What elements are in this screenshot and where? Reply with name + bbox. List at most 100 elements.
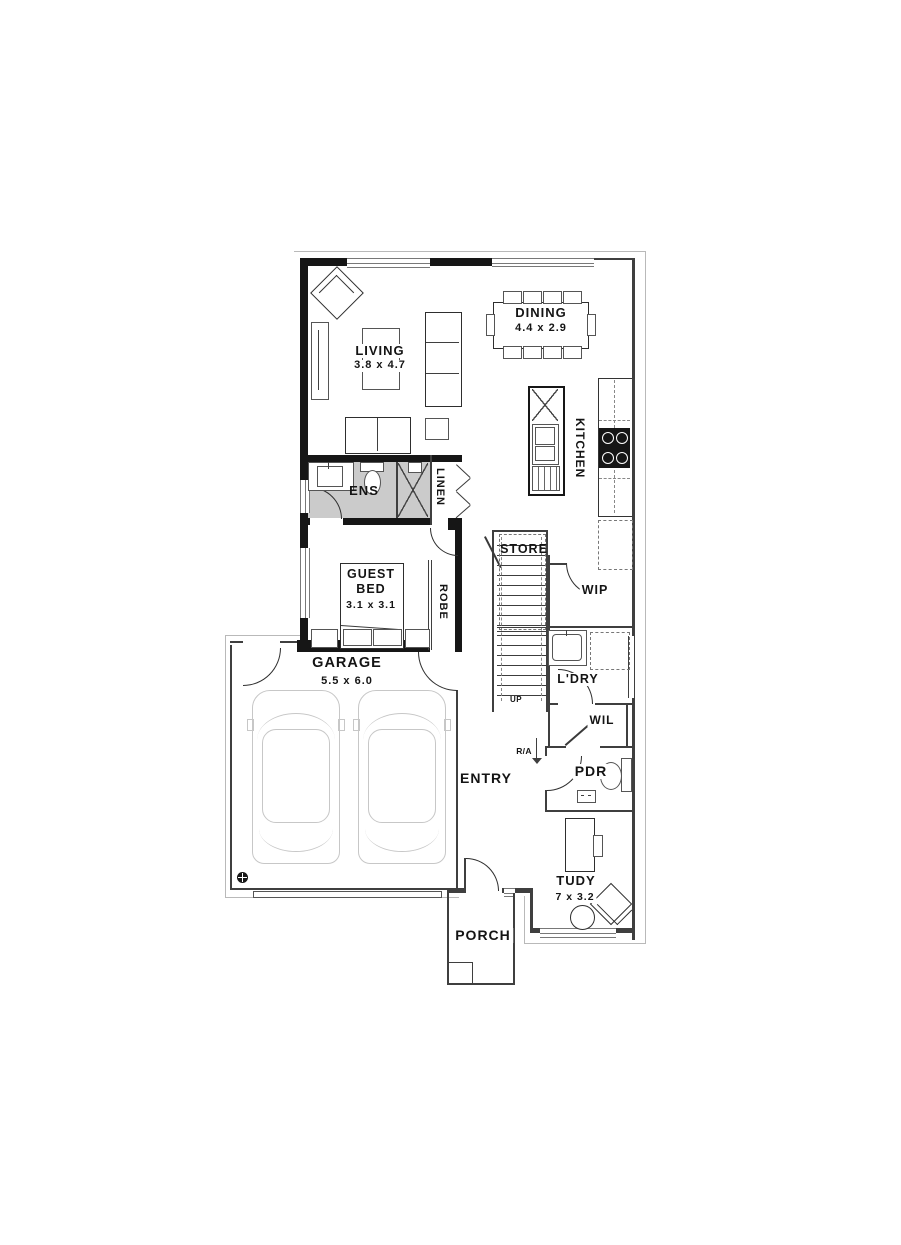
sofa2-divider (377, 418, 378, 451)
study-dims: 7 x 3.2 (553, 891, 597, 904)
garage-label: GARAGE (310, 655, 384, 672)
study-chair (570, 905, 595, 930)
sofa-divider (426, 373, 459, 374)
wall-linen-left (430, 455, 432, 525)
coffee-table (362, 328, 400, 390)
linen-label: LINEN (434, 466, 446, 508)
wall-garage-right (456, 690, 458, 888)
porch-label: PORCH (453, 927, 513, 943)
wall-study-bottom-b (616, 928, 635, 933)
wall-top-corner (300, 258, 347, 266)
wall-guest-right (455, 530, 462, 652)
return-air-arrow (536, 738, 537, 760)
wall-front-a (447, 888, 466, 893)
toilet-bowl (364, 470, 381, 495)
pdr-toilet-cistern (621, 758, 632, 792)
wall-study-bottom-a (530, 928, 540, 933)
eave-line-garage-top (225, 635, 301, 636)
stairs-up-label: UP (507, 695, 525, 705)
wall-pdr-top-b (600, 746, 635, 748)
pdr-basin (577, 790, 596, 803)
wall-ldry-bottom-b (595, 703, 635, 705)
wall-pdr-bottom (545, 810, 635, 812)
study-desk-return (593, 835, 603, 857)
dining-chair (486, 314, 495, 336)
wall-front-b (502, 888, 504, 893)
wall-garage-left (230, 645, 232, 888)
linen-bifold-icon (456, 490, 471, 505)
wall-ens-bottom-a (300, 518, 310, 525)
living-window (347, 258, 430, 268)
wall-garage-top-stub (456, 640, 462, 652)
tv-unit-line (318, 330, 319, 390)
robe-slider-a (428, 560, 429, 650)
wall-ens-top (300, 455, 462, 462)
front-door-arc (466, 858, 499, 891)
wall-garage-topleft-b (280, 641, 297, 643)
wall-shower-divider (396, 462, 398, 518)
study-label: TUDY (554, 873, 598, 888)
dining-label: DINING (513, 305, 569, 320)
tv-unit (311, 322, 329, 400)
robe-label: ROBE (437, 582, 449, 622)
eave-line-bottom-right (524, 943, 645, 944)
eave-line-top (294, 251, 645, 252)
dining-dims: 4.4 x 2.9 (513, 322, 569, 335)
sofa2-symbol (345, 417, 411, 454)
side-table (425, 418, 449, 440)
study-desk (565, 818, 595, 872)
pdr-label: PDR (572, 763, 610, 779)
guest-bed-dims: 3.1 x 3.1 (344, 599, 398, 612)
wall-porch-left (447, 893, 449, 985)
ldry-external-door-b (634, 636, 635, 698)
stair-cut-line-a (497, 627, 546, 628)
ldry-label: L'DRY (555, 672, 601, 687)
living-dims: 3.8 x 4.7 (352, 359, 408, 372)
sofa-divider (426, 342, 459, 343)
dishwasher (532, 466, 560, 491)
eave-line-study (524, 896, 525, 943)
garage-dims: 5.5 x 6.0 (319, 675, 375, 688)
shower-head (408, 462, 422, 473)
island-bench-cross (532, 389, 558, 421)
wall-left-mid (300, 513, 308, 548)
wall-top-mid (430, 258, 492, 266)
living-label: LIVING (353, 343, 407, 358)
linen-bifold-icon (455, 478, 471, 492)
wil-label: WIL (587, 713, 617, 727)
ldry-external-door-a (628, 636, 629, 698)
store-label: STORE (500, 542, 548, 556)
guest-bed-label-1: GUEST (344, 567, 398, 582)
kitchen-bench-dash-h2 (599, 478, 630, 479)
entry-sidelight-window (504, 888, 515, 897)
bedside-table (311, 629, 338, 648)
car-symbol (247, 690, 345, 864)
wall-wil-right (626, 703, 628, 748)
ensuite-basin (317, 466, 343, 487)
dining-chair (523, 346, 542, 359)
stair-cut-line-b (497, 631, 546, 632)
dining-chair (543, 291, 562, 304)
wall-ens-bottom-b (343, 518, 430, 525)
eave-line-right (645, 251, 646, 944)
wall-right-upper (632, 258, 635, 636)
garage-side-door-arc (243, 648, 281, 686)
car-symbol (353, 690, 451, 864)
wall-linen-stub (448, 518, 462, 530)
stair-treads (497, 536, 546, 702)
washing-machine-space (590, 632, 630, 670)
wall-left-lower (300, 618, 308, 652)
guest-window (300, 548, 310, 618)
wip-label: WIP (579, 583, 611, 598)
wall-pdr-top-a (545, 746, 566, 748)
ens-label: ENS (349, 483, 379, 498)
linen-bifold-icon (455, 505, 471, 519)
dining-chair (587, 314, 596, 336)
stair-rail-left (501, 537, 502, 701)
pillow (373, 629, 402, 646)
entry-label: ENTRY (458, 770, 514, 786)
dining-chair (563, 291, 582, 304)
front-door-leaf (464, 858, 466, 890)
porch-step-line-h (447, 962, 472, 963)
